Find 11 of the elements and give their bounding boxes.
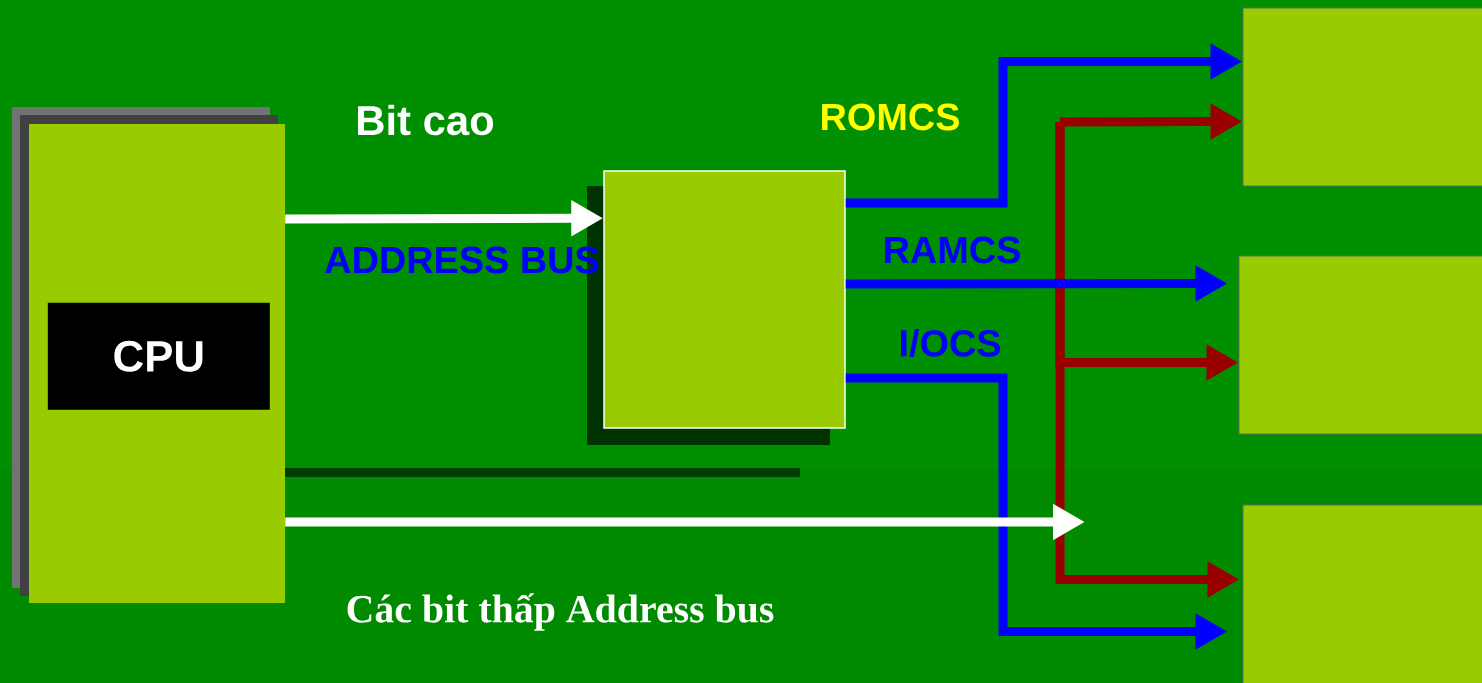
cpu-label-box: CPU: [47, 302, 270, 410]
memory-box: [1242, 7, 1482, 187]
edge-label: RAMCS: [885, 236, 1020, 264]
memory-box: [1238, 255, 1482, 435]
memory-box: [1242, 504, 1482, 683]
edge-label: ROMCS: [822, 103, 959, 131]
edge-label: Các bit thấp Address bus: [347, 593, 774, 631]
edge-label: ADDRESS BUS: [325, 246, 599, 274]
decoder-box: [603, 170, 846, 429]
bus-label: Bit cao: [358, 104, 494, 136]
edge-label: I/OCS: [901, 328, 1001, 358]
